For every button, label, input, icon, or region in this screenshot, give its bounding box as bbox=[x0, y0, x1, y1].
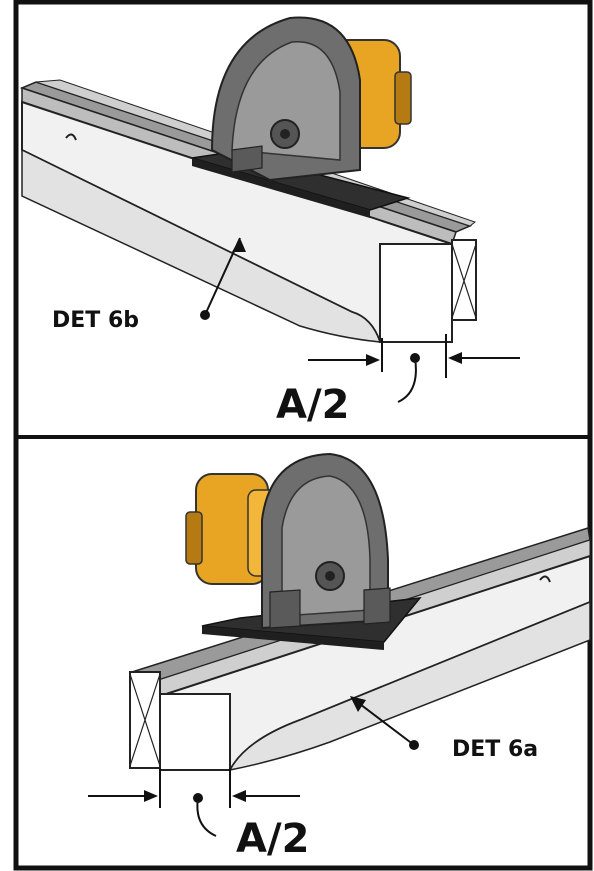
arrow-icon bbox=[350, 696, 366, 712]
detail-label-6b: DET 6b bbox=[52, 308, 139, 333]
leader-dot-icon bbox=[409, 740, 419, 750]
bottom-panel: DET 6a A/2 bbox=[88, 452, 591, 862]
dimension-label-top: A/2 bbox=[276, 382, 349, 428]
dimension-marker-top bbox=[308, 334, 520, 403]
circular-saw-icon bbox=[191, 16, 412, 218]
dimension-marker-bottom bbox=[88, 768, 300, 837]
arrow-icon bbox=[232, 238, 246, 252]
detail-label-6a: DET 6a bbox=[452, 737, 538, 762]
top-panel: DET 6b A/2 bbox=[19, 16, 520, 428]
leader-line-6a bbox=[351, 697, 415, 746]
circular-saw-icon bbox=[185, 452, 422, 650]
leader-dot-icon bbox=[200, 310, 210, 320]
dimension-label-bottom: A/2 bbox=[236, 816, 309, 862]
